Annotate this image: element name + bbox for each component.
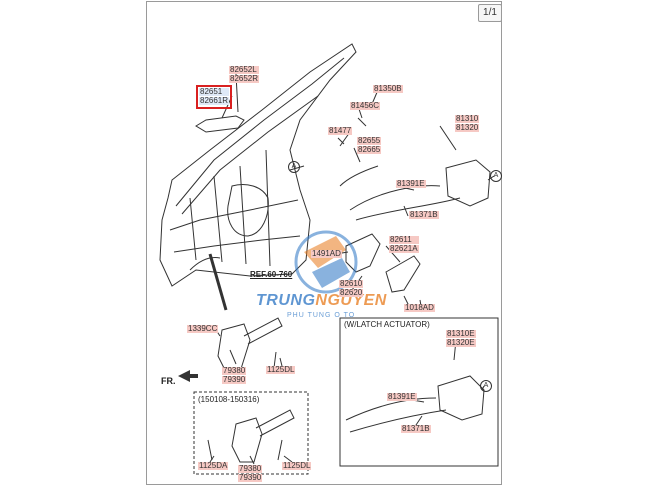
part-number: 82620 <box>339 288 364 297</box>
watermark-brand: TRUNGNGUYEN <box>256 292 387 310</box>
callout-81371b-top[interactable]: 81371B <box>409 211 439 220</box>
part-number: 79390 <box>238 473 263 482</box>
watermark-tagline: PHU TUNG O TO <box>287 312 356 319</box>
door-latch-bottom <box>437 375 485 421</box>
part-number: 81310E <box>446 329 476 338</box>
view-marker-a-2: A <box>490 170 502 182</box>
handle-bezel-part <box>385 255 421 293</box>
callout-1125dl-lower[interactable]: 1125DL <box>282 461 312 471</box>
door-checker-upper <box>217 317 283 373</box>
callout-81391e-bottom[interactable]: 81391E <box>387 393 417 402</box>
callout-81477[interactable]: 81477 <box>328 126 353 136</box>
part-number: 81371B <box>409 210 439 219</box>
part-number: 81320 <box>455 123 480 132</box>
part-number: 79380 <box>238 464 263 473</box>
part-number: 82655 <box>357 136 382 145</box>
outside-handle-part <box>195 115 245 133</box>
door-checker-lower <box>231 409 295 463</box>
part-number: 1491AD <box>311 249 342 258</box>
part-number: 81391E <box>396 179 426 188</box>
watermark-brand-b: NGUYEN <box>315 292 387 309</box>
part-number: 82652L <box>229 66 260 74</box>
callout-1339cc[interactable]: 1339CC <box>187 324 219 334</box>
callout-1018ad[interactable]: 1018AD <box>404 304 435 313</box>
view-marker-a-1: A <box>288 161 300 173</box>
callout-81371b-bottom[interactable]: 81371B <box>401 425 431 434</box>
callout-1125dl-upper[interactable]: 1125DL <box>266 365 296 375</box>
watermark-brand-a: TRUNG <box>256 292 316 309</box>
part-number: 79390 <box>222 375 247 384</box>
part-number: 82610 <box>339 279 364 288</box>
part-number: 81350B <box>373 84 403 93</box>
door-latch-top <box>445 159 491 207</box>
part-number: 82665 <box>357 145 382 154</box>
callout-81350b[interactable]: 81350B <box>373 85 403 94</box>
part-number: 81320E <box>446 338 476 347</box>
part-number: 81371B <box>401 424 431 433</box>
part-number: 79380 <box>222 366 247 375</box>
inside-handle-part <box>345 233 381 273</box>
part-number: 1339CC <box>187 324 219 333</box>
part-number: 1125DL <box>282 461 312 470</box>
page-indicator: 1/1 <box>478 4 502 22</box>
part-number: 1018AD <box>404 303 435 312</box>
part-number: 81310 <box>455 114 480 123</box>
part-number: 81456C <box>350 101 381 110</box>
callout-81391e-top[interactable]: 81391E <box>396 180 426 189</box>
part-number: 82652R <box>229 74 260 83</box>
part-number: 82621A <box>389 244 419 253</box>
view-marker-a-3: A <box>480 380 492 392</box>
date-range-label: (150108-150316) <box>198 395 260 404</box>
part-number: 82651 <box>199 88 230 96</box>
callout-1491ad[interactable]: 1491AD <box>311 250 342 259</box>
part-number: 82611 <box>389 236 419 244</box>
front-direction-label: FR. <box>161 376 176 386</box>
latch-actuator-label: (W/LATCH ACTUATOR) <box>344 320 430 329</box>
front-arrow-icon <box>178 370 198 382</box>
reference-label: REF.60-760 <box>250 270 293 279</box>
part-number: 81391E <box>387 392 417 401</box>
part-number: 82661R <box>199 96 230 105</box>
latch-actuator-box <box>339 317 499 467</box>
callout-1125da[interactable]: 1125DA <box>198 461 229 471</box>
part-number: 81477 <box>328 126 353 135</box>
door-outline <box>159 43 357 311</box>
callout-81456c[interactable]: 81456C <box>350 101 381 111</box>
part-number: 1125DL <box>266 365 296 374</box>
part-number: 1125DA <box>198 461 229 470</box>
